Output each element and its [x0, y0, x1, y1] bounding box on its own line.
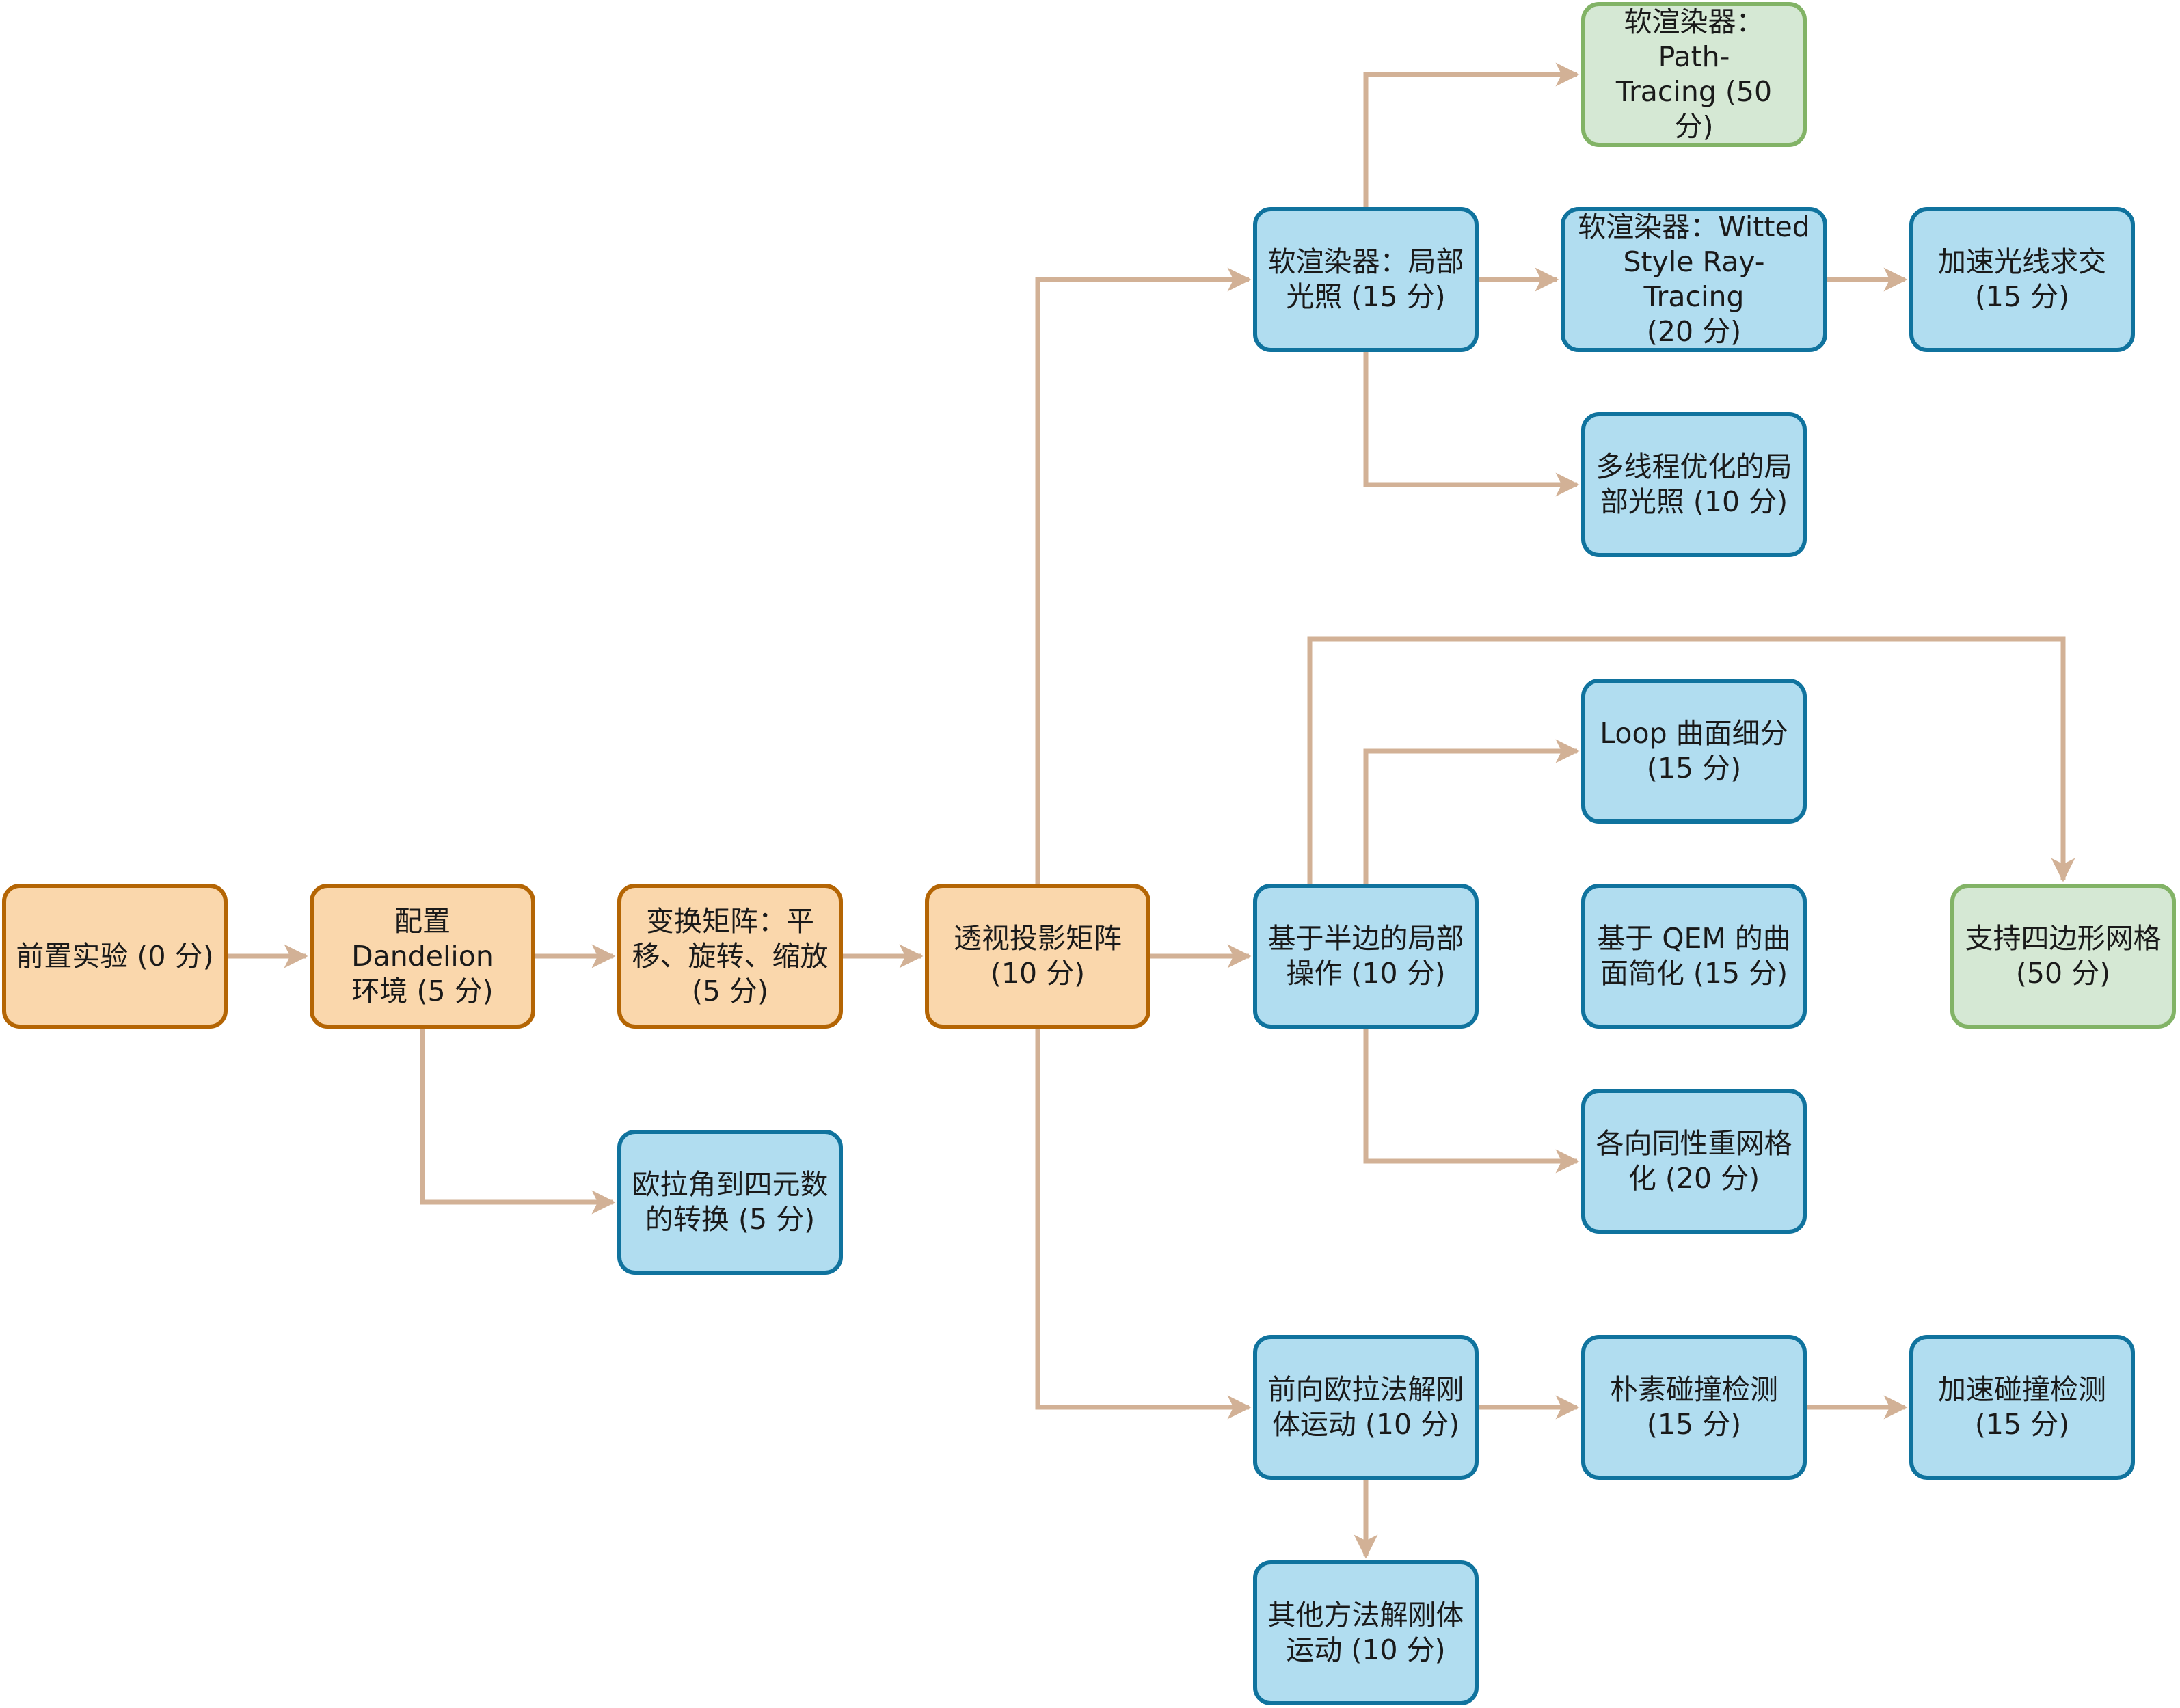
node-forward-euler-rigid-body: 前向欧拉法解刚 体运动 (10 分): [1253, 1335, 1479, 1480]
node-other-rigid-body-methods: 其他方法解刚体 运动 (10 分): [1253, 1560, 1479, 1705]
node-halfedge-local-ops: 基于半边的局部 操作 (10 分): [1253, 884, 1479, 1029]
node-label: 软渲染器：局部 光照 (15 分): [1267, 245, 1464, 313]
node-isotropic-remeshing: 各向同性重网格 化 (20 分): [1581, 1089, 1807, 1234]
node-label: 透视投影矩阵 (10 分): [954, 922, 1122, 990]
node-soft-renderer-whitted: 软渲染器：Witted Style Ray-Tracing (20 分): [1561, 207, 1827, 352]
node-label: 前置实验 (0 分): [16, 939, 214, 973]
node-label: 配置 Dandelion 环境 (5 分): [351, 904, 494, 1007]
node-label: 基于半边的局部 操作 (10 分): [1267, 922, 1464, 990]
node-transform-matrix: 变换矩阵：平 移、旋转、缩放 (5 分): [617, 884, 843, 1029]
node-label: 欧拉角到四元数 的转换 (5 分): [632, 1168, 829, 1236]
node-euler-to-quaternion: 欧拉角到四元数 的转换 (5 分): [617, 1130, 843, 1275]
edge-softlocal-path: [1363, 62, 1580, 207]
node-label: 各向同性重网格 化 (20 分): [1596, 1127, 1792, 1195]
edge-config-euler: [420, 1029, 616, 1215]
node-label: 软渲染器：Witted Style Ray-Tracing (20 分): [1578, 211, 1810, 348]
node-label: 多线程优化的局 部光照 (10 分): [1596, 450, 1792, 518]
node-perspective-matrix: 透视投影矩阵 (10 分): [925, 884, 1150, 1029]
node-label: Loop 曲面细分 (15 分): [1600, 717, 1788, 785]
node-quad-mesh-support: 支持四边形网格 (50 分): [1950, 884, 2176, 1029]
node-config-dandelion: 配置 Dandelion 环境 (5 分): [310, 884, 535, 1029]
node-label: 基于 QEM 的曲 面简化 (15 分): [1597, 922, 1791, 990]
node-label: 变换矩阵：平 移、旋转、缩放 (5 分): [632, 904, 829, 1007]
node-loop-subdivision: Loop 曲面细分 (15 分): [1581, 679, 1807, 824]
node-soft-renderer-path-tracing: 软渲染器：Path- Tracing (50 分): [1581, 2, 1807, 147]
edge-persp-softlocal: [1035, 267, 1252, 884]
edge-halfedge-loop: [1363, 739, 1580, 884]
edge-halfedge-remesh: [1363, 1029, 1580, 1174]
node-label: 加速光线求交 (15 分): [1938, 245, 2106, 313]
node-qem-simplification: 基于 QEM 的曲 面简化 (15 分): [1581, 884, 1807, 1029]
edge-halfedge-quad: [1307, 636, 2075, 884]
node-label: 朴素碰撞检测 (15 分): [1610, 1373, 1778, 1441]
node-label: 加速碰撞检测 (15 分): [1938, 1373, 2106, 1441]
node-label: 其他方法解刚体 运动 (10 分): [1267, 1599, 1464, 1666]
node-label: 支持四边形网格 (50 分): [1965, 922, 2162, 990]
edge-softlocal-mtlocal: [1363, 352, 1580, 497]
node-soft-renderer-local-lighting: 软渲染器：局部 光照 (15 分): [1253, 207, 1479, 352]
edge-persp-eulerrigid: [1035, 1029, 1252, 1420]
node-accelerated-collision: 加速碰撞检测 (15 分): [1909, 1335, 2135, 1480]
node-prep-experiment: 前置实验 (0 分): [2, 884, 228, 1029]
node-label: 软渲染器：Path- Tracing (50 分): [1615, 5, 1773, 143]
node-accelerated-ray-intersection: 加速光线求交 (15 分): [1909, 207, 2135, 352]
node-naive-collision: 朴素碰撞检测 (15 分): [1581, 1335, 1807, 1480]
node-multithread-local-lighting: 多线程优化的局 部光照 (10 分): [1581, 412, 1807, 557]
node-label: 前向欧拉法解刚 体运动 (10 分): [1267, 1373, 1464, 1441]
